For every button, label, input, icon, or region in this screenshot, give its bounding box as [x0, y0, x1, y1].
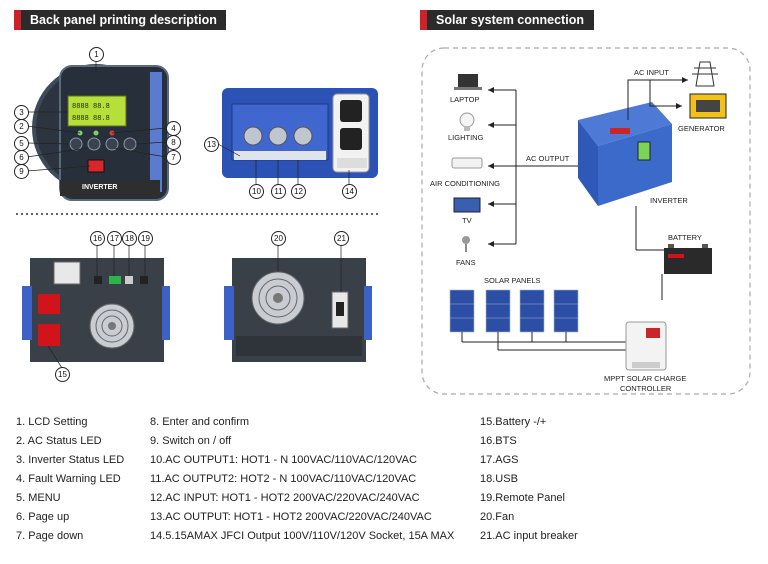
legend-item: 18.USB — [480, 473, 518, 485]
mppt-label-line1: MPPT SOLAR CHARGE — [604, 374, 687, 383]
mppt-label-line2: CONTROLLER — [620, 384, 672, 393]
callout-3: 3 — [14, 105, 29, 120]
callout-13: 13 — [204, 137, 219, 152]
callout-7: 7 — [166, 150, 181, 165]
legend-item: 3. Inverter Status LED — [16, 454, 125, 466]
inverter-panel-label: INVERTER — [82, 184, 118, 191]
laptop-label: LAPTOP — [450, 95, 480, 104]
battery-icon — [664, 244, 712, 274]
legend-item: 4. Fault Warning LED — [16, 473, 121, 485]
legend-item: 9. Switch on / off — [150, 435, 232, 447]
generator-label: GENERATOR — [678, 124, 725, 133]
legend-item: 20.Fan — [480, 511, 515, 523]
ac-output-panel-image — [222, 88, 378, 178]
back-panel-header: Back panel printing description — [14, 10, 226, 30]
ac-input-label: AC INPUT — [634, 68, 670, 77]
legend-item: 12.AC INPUT: HOT1 - HOT2 200VAC/220VAC/2… — [150, 492, 420, 504]
legend-item: 19.Remote Panel — [480, 492, 565, 504]
legend-item: 2. AC Status LED — [16, 435, 102, 447]
lighting-label: LIGHTING — [448, 133, 484, 142]
control-panel-image: 8888 88.8 8888 88.8 — [32, 64, 169, 201]
rear-panel-right-image — [224, 258, 372, 362]
callout-17: 17 — [107, 231, 122, 246]
svg-text:8888 88.8: 8888 88.8 — [72, 103, 110, 111]
battery-label: BATTERY — [668, 233, 702, 242]
callout-14: 14 — [342, 184, 357, 199]
callout-16: 16 — [90, 231, 105, 246]
solar-panels-label: SOLAR PANELS — [484, 276, 541, 285]
callout-9: 9 — [14, 164, 29, 179]
inverter-image — [578, 102, 672, 206]
legend-item: 14.5.15AMAX JFCI Output 100V/110V/120V S… — [150, 530, 455, 542]
callout-11: 11 — [271, 184, 286, 199]
callout-5: 5 — [14, 136, 29, 151]
callout-18: 18 — [122, 231, 137, 246]
callout-19: 19 — [138, 231, 153, 246]
legend-item: 17.AGS — [480, 454, 519, 466]
legend-item: 8. Enter and confirm — [150, 416, 250, 428]
ac-output-label: AC OUTPUT — [526, 154, 570, 163]
callout-8: 8 — [166, 135, 181, 150]
callout-21: 21 — [334, 231, 349, 246]
legend-item: 21.AC input breaker — [480, 530, 578, 542]
callout-12: 12 — [291, 184, 306, 199]
legend-item: 13.AC OUTPUT: HOT1 - HOT2 200VAC/220VAC/… — [150, 511, 432, 523]
tv-label: TV — [462, 216, 472, 225]
legend-item: 16.BTS — [480, 435, 517, 447]
legend-item: 15.Battery -/+ — [480, 416, 547, 428]
legend-item: 5. MENU — [16, 492, 61, 504]
callout-1: 1 — [89, 47, 104, 62]
solar-connection-header: Solar system connection — [420, 10, 594, 30]
callout-2: 2 — [14, 119, 29, 134]
callout-20: 20 — [271, 231, 286, 246]
svg-text:8888 88.8: 8888 88.8 — [72, 115, 110, 123]
fans-label: FANS — [456, 258, 476, 267]
load-icons — [451, 74, 483, 252]
legend-item: 11.AC OUTPUT2: HOT2 - N 100VAC/110VAC/12… — [150, 473, 417, 485]
legend-item: 7. Page down — [16, 530, 84, 542]
inverter-label: INVERTER — [650, 196, 688, 205]
callout-10: 10 — [249, 184, 264, 199]
callout-4: 4 — [166, 121, 181, 136]
legend-item: 10.AC OUTPUT1: HOT1 - N 100VAC/110VAC/12… — [150, 454, 417, 466]
lcd-screen — [67, 95, 127, 127]
grid-pylon-icon — [692, 61, 718, 87]
callout-15: 15 — [55, 367, 70, 382]
air-conditioning-label: AIR CONDITIONING — [430, 179, 501, 188]
rear-panel-left-image — [22, 258, 170, 362]
callout-6: 6 — [14, 150, 29, 165]
solar-panels-image — [449, 289, 579, 333]
legend-item: 6. Page up — [16, 511, 70, 523]
generator-icon — [689, 93, 727, 119]
mppt-controller-image — [625, 321, 667, 371]
legend-item: 1. LCD Setting — [16, 416, 88, 428]
